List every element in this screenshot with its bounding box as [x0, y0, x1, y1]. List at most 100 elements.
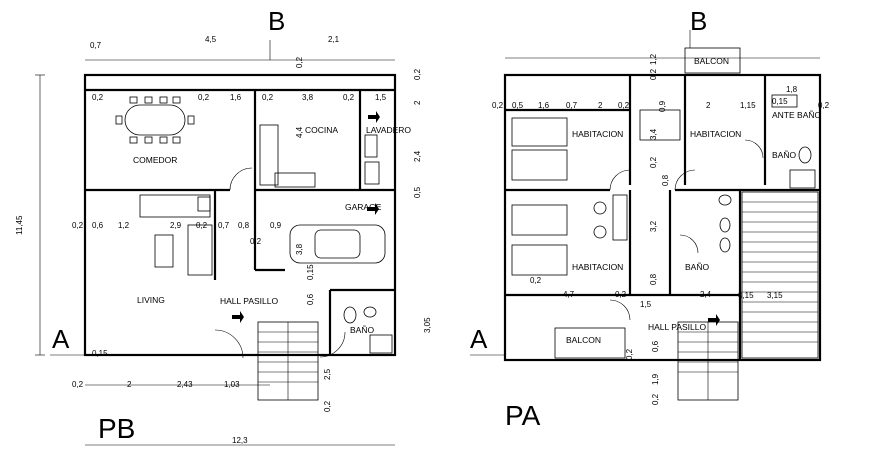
- ante-bano-vanity: [771, 94, 798, 108]
- room-balcon-top: BALCON: [694, 56, 729, 66]
- axis-b-label-pb: B: [268, 6, 285, 36]
- dim-label: 0,2: [262, 93, 274, 102]
- armchair: [197, 196, 211, 212]
- room-hall-pasillo-pa: HALL PASILLO: [648, 322, 707, 332]
- dim-label: 0,2: [196, 221, 208, 230]
- pa-toilet-1: [798, 146, 812, 164]
- dim-label: 0,15: [738, 291, 754, 300]
- labels: B B A A PB PA COMEDOR COCINA LAVADERO GA…: [15, 6, 830, 445]
- dim-label: 0,2: [250, 237, 262, 246]
- arrow-laundry: [368, 111, 380, 123]
- car-roof: [314, 229, 361, 259]
- dim-label: 0,7: [566, 101, 578, 110]
- pa-outer-wall: [503, 73, 822, 362]
- dim-label: 0,2: [530, 276, 542, 285]
- room-bano-pa-2: BAÑO: [685, 262, 709, 272]
- pa-shower-1: [789, 169, 816, 189]
- dim-label-vertical: 0,15: [306, 264, 315, 280]
- dim-label: 1,15: [740, 101, 756, 110]
- axis-b-label-pa: B: [690, 6, 707, 36]
- pa-sink: [718, 194, 732, 206]
- dim-label: 0,2: [72, 380, 84, 389]
- door-arc-bath: [319, 331, 346, 358]
- dim-label-vertical: 11,45: [15, 215, 24, 235]
- pb-outer-wall: [83, 73, 397, 357]
- dim-label: 2,4: [700, 290, 712, 299]
- dim-label: 1,5: [375, 93, 387, 102]
- car-outline: [289, 224, 386, 264]
- dim-label-vertical: 0,9: [658, 100, 667, 112]
- bed-2: [511, 149, 568, 181]
- dim-label-vertical: 2: [413, 100, 422, 105]
- room-comedor: COMEDOR: [133, 155, 177, 165]
- room-hall-pasillo-pb: HALL PASILLO: [220, 296, 279, 306]
- dim-label: 1,03: [224, 380, 240, 389]
- pa-toilet-2: [719, 217, 731, 233]
- laundry-sink: [364, 134, 378, 158]
- dim-label-vertical: 3,4: [649, 128, 658, 140]
- dim-label: 2: [598, 101, 603, 110]
- stove: [274, 172, 316, 188]
- dim-label: 0,2: [198, 93, 210, 102]
- balcony-bottom: [554, 327, 626, 359]
- dim-label: 0,2: [492, 101, 504, 110]
- dim-label: 0,15: [772, 97, 788, 106]
- dim-label-vertical: 1,9: [651, 373, 660, 385]
- dim-label: 1,6: [538, 101, 550, 110]
- dim-label: 0,15: [92, 349, 108, 358]
- dim-label-vertical: 1,2: [649, 53, 658, 65]
- plan-title-pa: PA: [505, 400, 541, 431]
- chair-2: [593, 225, 607, 239]
- dim-label: 3,8: [302, 93, 314, 102]
- dim-label: 0,9: [270, 221, 282, 230]
- dim-label-vertical: 3,2: [649, 220, 658, 232]
- dim-label: 3,15: [767, 291, 783, 300]
- pb-plan: [35, 40, 397, 446]
- pb-toilet: [343, 306, 357, 324]
- room-habitacion-3: HABITACION: [572, 262, 623, 272]
- dim-label-vertical: 0,2: [323, 400, 332, 412]
- dim-label: 0,2: [343, 93, 355, 102]
- pa-door-arc-2: [674, 169, 696, 191]
- dim-label: 12,3: [232, 436, 248, 445]
- bed-3: [511, 204, 568, 236]
- dim-label-vertical: 3,8: [295, 243, 304, 255]
- dim-label-vertical: 0,2: [649, 156, 658, 168]
- dim-label: 0,2: [818, 101, 830, 110]
- dim-label: 2,1: [328, 35, 340, 44]
- dim-label: 2: [706, 101, 711, 110]
- dim-label: 0,5: [512, 101, 524, 110]
- door-arc-dining: [229, 167, 253, 191]
- pa-door-arc-5: [744, 139, 764, 159]
- pa-door-arc-3: [609, 299, 631, 321]
- dim-label: 1,2: [118, 221, 130, 230]
- pa-door-arc-4: [679, 234, 699, 254]
- axis-a-label-pb: A: [52, 324, 70, 354]
- room-lavadero: LAVADERO: [366, 125, 411, 135]
- room-garage: GARAGE: [345, 202, 382, 212]
- dim-label: 1,8: [786, 85, 798, 94]
- pa-plan: [470, 30, 822, 401]
- dim-label: 2,43: [177, 380, 193, 389]
- room-living: LIVING: [137, 295, 165, 305]
- dim-label-vertical: 0,8: [649, 273, 658, 285]
- dim-label: 2,9: [170, 221, 182, 230]
- desk: [612, 194, 628, 241]
- washer: [364, 161, 380, 185]
- room-cocina: COCINA: [305, 125, 338, 135]
- room-habitacion-1: HABITACION: [572, 129, 623, 139]
- dim-label: 0,2: [615, 290, 627, 299]
- pb-sink: [363, 306, 377, 318]
- dim-label-vertical: 0,8: [661, 174, 670, 186]
- balcony-top: [684, 47, 741, 74]
- kitchen-counter: [259, 124, 279, 186]
- room-balcon-bottom: BALCON: [566, 335, 601, 345]
- dim-label: 0,7: [218, 221, 230, 230]
- room-habitacion-2: HABITACION: [690, 129, 741, 139]
- chair-1: [593, 201, 607, 215]
- dim-label-vertical: 0,2: [651, 393, 660, 405]
- dim-label: 0,2: [92, 93, 104, 102]
- sofa-side: [187, 224, 213, 276]
- arrow-garage: [367, 203, 379, 215]
